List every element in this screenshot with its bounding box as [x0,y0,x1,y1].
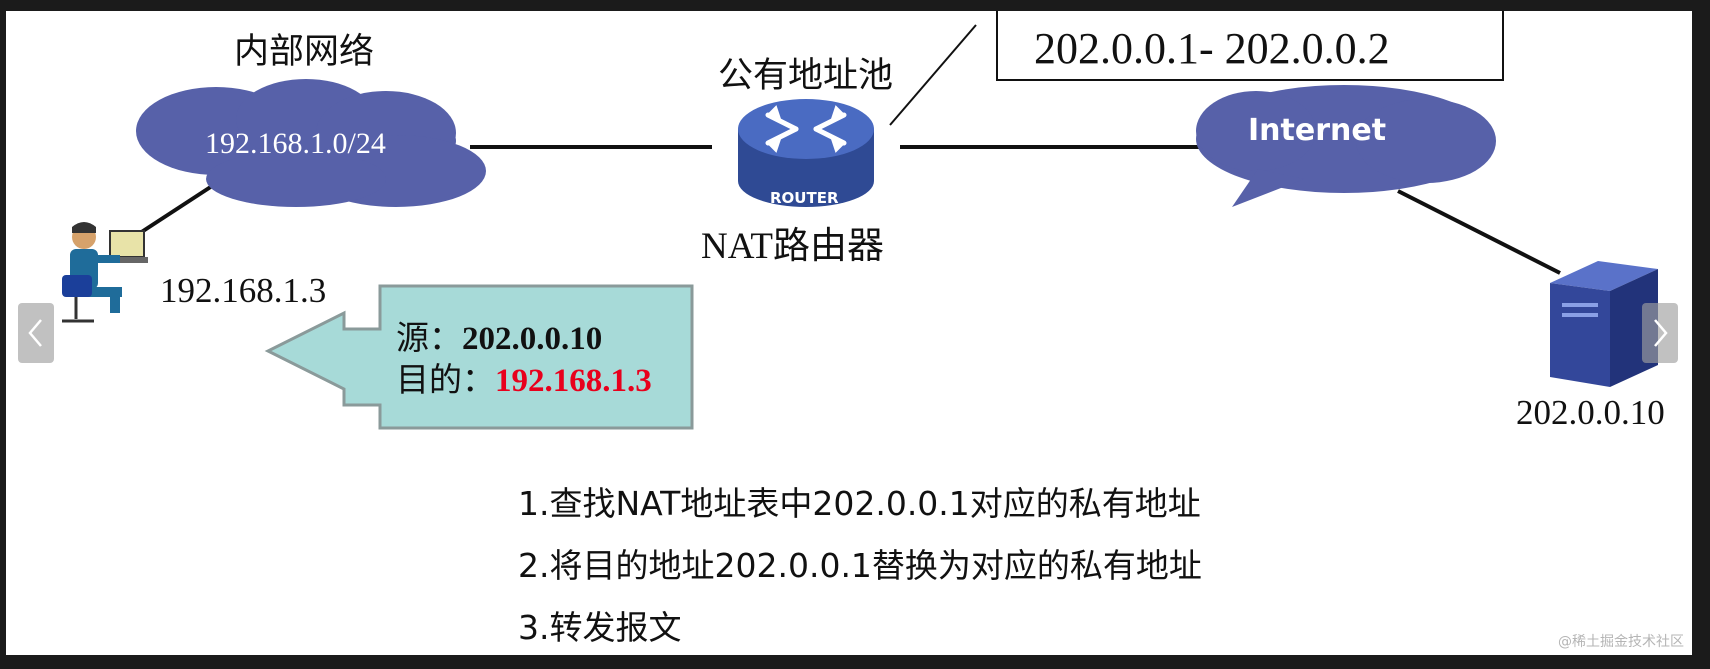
packet-source-row: 源：202.0.0.10 [396,311,602,359]
router-icon [738,99,874,207]
address-pool-label: 公有地址池 [718,56,894,95]
chevron-left-icon [28,319,42,347]
packet-source-label: 源： [396,321,462,357]
step-2: 2.将目的地址202.0.0.1替换为对应的私有地址 [518,546,1202,585]
packet-source-value: 202.0.0.10 [462,321,603,357]
topology-diagram [62,24,1658,430]
internal-subnet-label: 192.168.1.0/24 [205,127,386,160]
step-3: 3.转发报文 [518,608,682,647]
router-badge: ROUTER [770,189,839,207]
slide: 内部网络 192.168.1.0/24 公有地址池 202.0.0.1- 202… [6,11,1692,655]
link-internet-server [1397,189,1561,275]
internet-cloud [1196,85,1496,207]
packet-destination-value: 192.168.1.3 [495,363,652,399]
packet-destination-label: 目的： [396,363,495,399]
address-pool-box: 202.0.0.1- 202.0.0.2 [996,11,1504,81]
router-label: NAT路由器 [701,226,884,267]
prev-slide-button[interactable] [18,303,54,363]
step-1: 1.查找NAT地址表中202.0.0.1对应的私有地址 [518,484,1201,523]
address-pool-range: 202.0.0.1- 202.0.0.2 [1034,24,1390,73]
user-workstation-icon [62,222,148,323]
pool-pointer-line [889,24,977,126]
watermark: @稀土掘金技术社区 [1558,634,1684,650]
host-ip-label: 192.168.1.3 [160,271,327,310]
packet-destination-row: 目的：192.168.1.3 [396,353,652,401]
packet-arrow-shape [264,284,694,430]
internal-network-label: 内部网络 [234,32,375,71]
next-slide-button[interactable] [1642,303,1678,363]
lan-cloud [136,79,486,207]
chevron-right-icon [1654,319,1668,347]
internet-label: Internet [1248,113,1387,148]
server-ip-label: 202.0.0.10 [1516,393,1665,432]
